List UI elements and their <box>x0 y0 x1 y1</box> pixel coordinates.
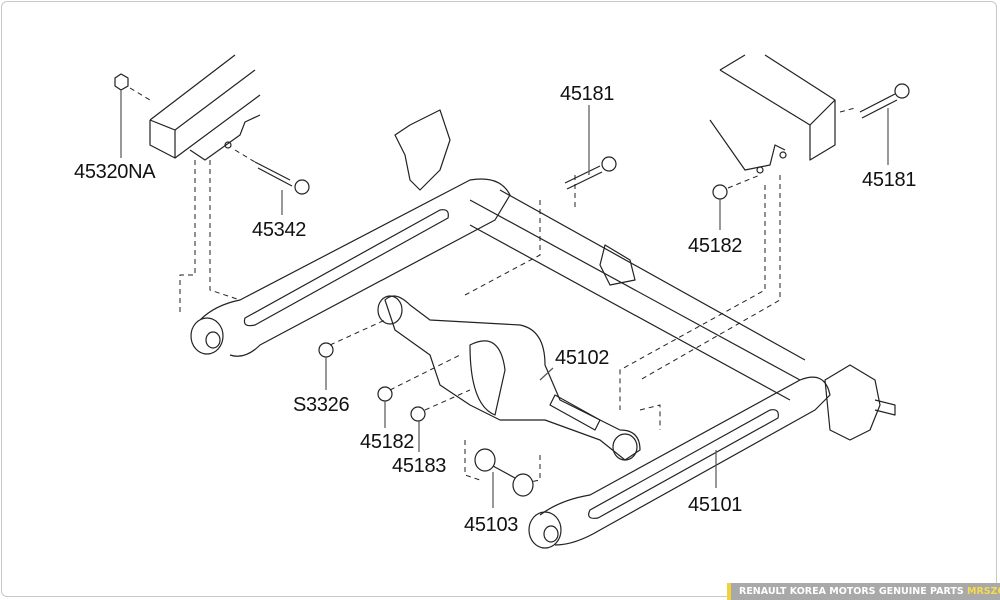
link-rod <box>474 448 534 497</box>
banner-text: RENAULT KOREA MOTORS GENUINE PARTS <box>739 586 964 597</box>
watermark-banner: RENAULT KOREA MOTORS GENUINE PARTS MRSZO… <box>727 583 1000 600</box>
banner-brand: MRSZONE <box>967 586 1000 597</box>
part-label-45101[interactable]: 45101 <box>688 494 743 516</box>
part-label-45103[interactable]: 45103 <box>464 514 519 536</box>
part-label-45181-right[interactable]: 45181 <box>862 169 917 191</box>
center-carrier <box>377 295 641 461</box>
part-label-45102[interactable]: 45102 <box>555 347 610 369</box>
part-label-45181-center[interactable]: 45181 <box>560 83 615 105</box>
right-trailing-arm <box>528 364 896 549</box>
part-label-45183[interactable]: 45183 <box>392 455 447 477</box>
part-label-45320NA[interactable]: 45320NA <box>74 161 156 183</box>
part-label-45182-right[interactable]: 45182 <box>688 235 743 257</box>
left-body-bracket <box>149 54 261 161</box>
part-label-S3326[interactable]: S3326 <box>293 394 350 416</box>
right-body-bracket <box>709 54 836 174</box>
left-trailing-arm <box>190 109 511 357</box>
part-label-45342[interactable]: 45342 <box>252 219 307 241</box>
leader-lines <box>120 90 889 508</box>
cross-beam <box>469 189 806 401</box>
assembly-guide-lines <box>129 87 856 483</box>
part-label-45182-left[interactable]: 45182 <box>360 431 415 453</box>
